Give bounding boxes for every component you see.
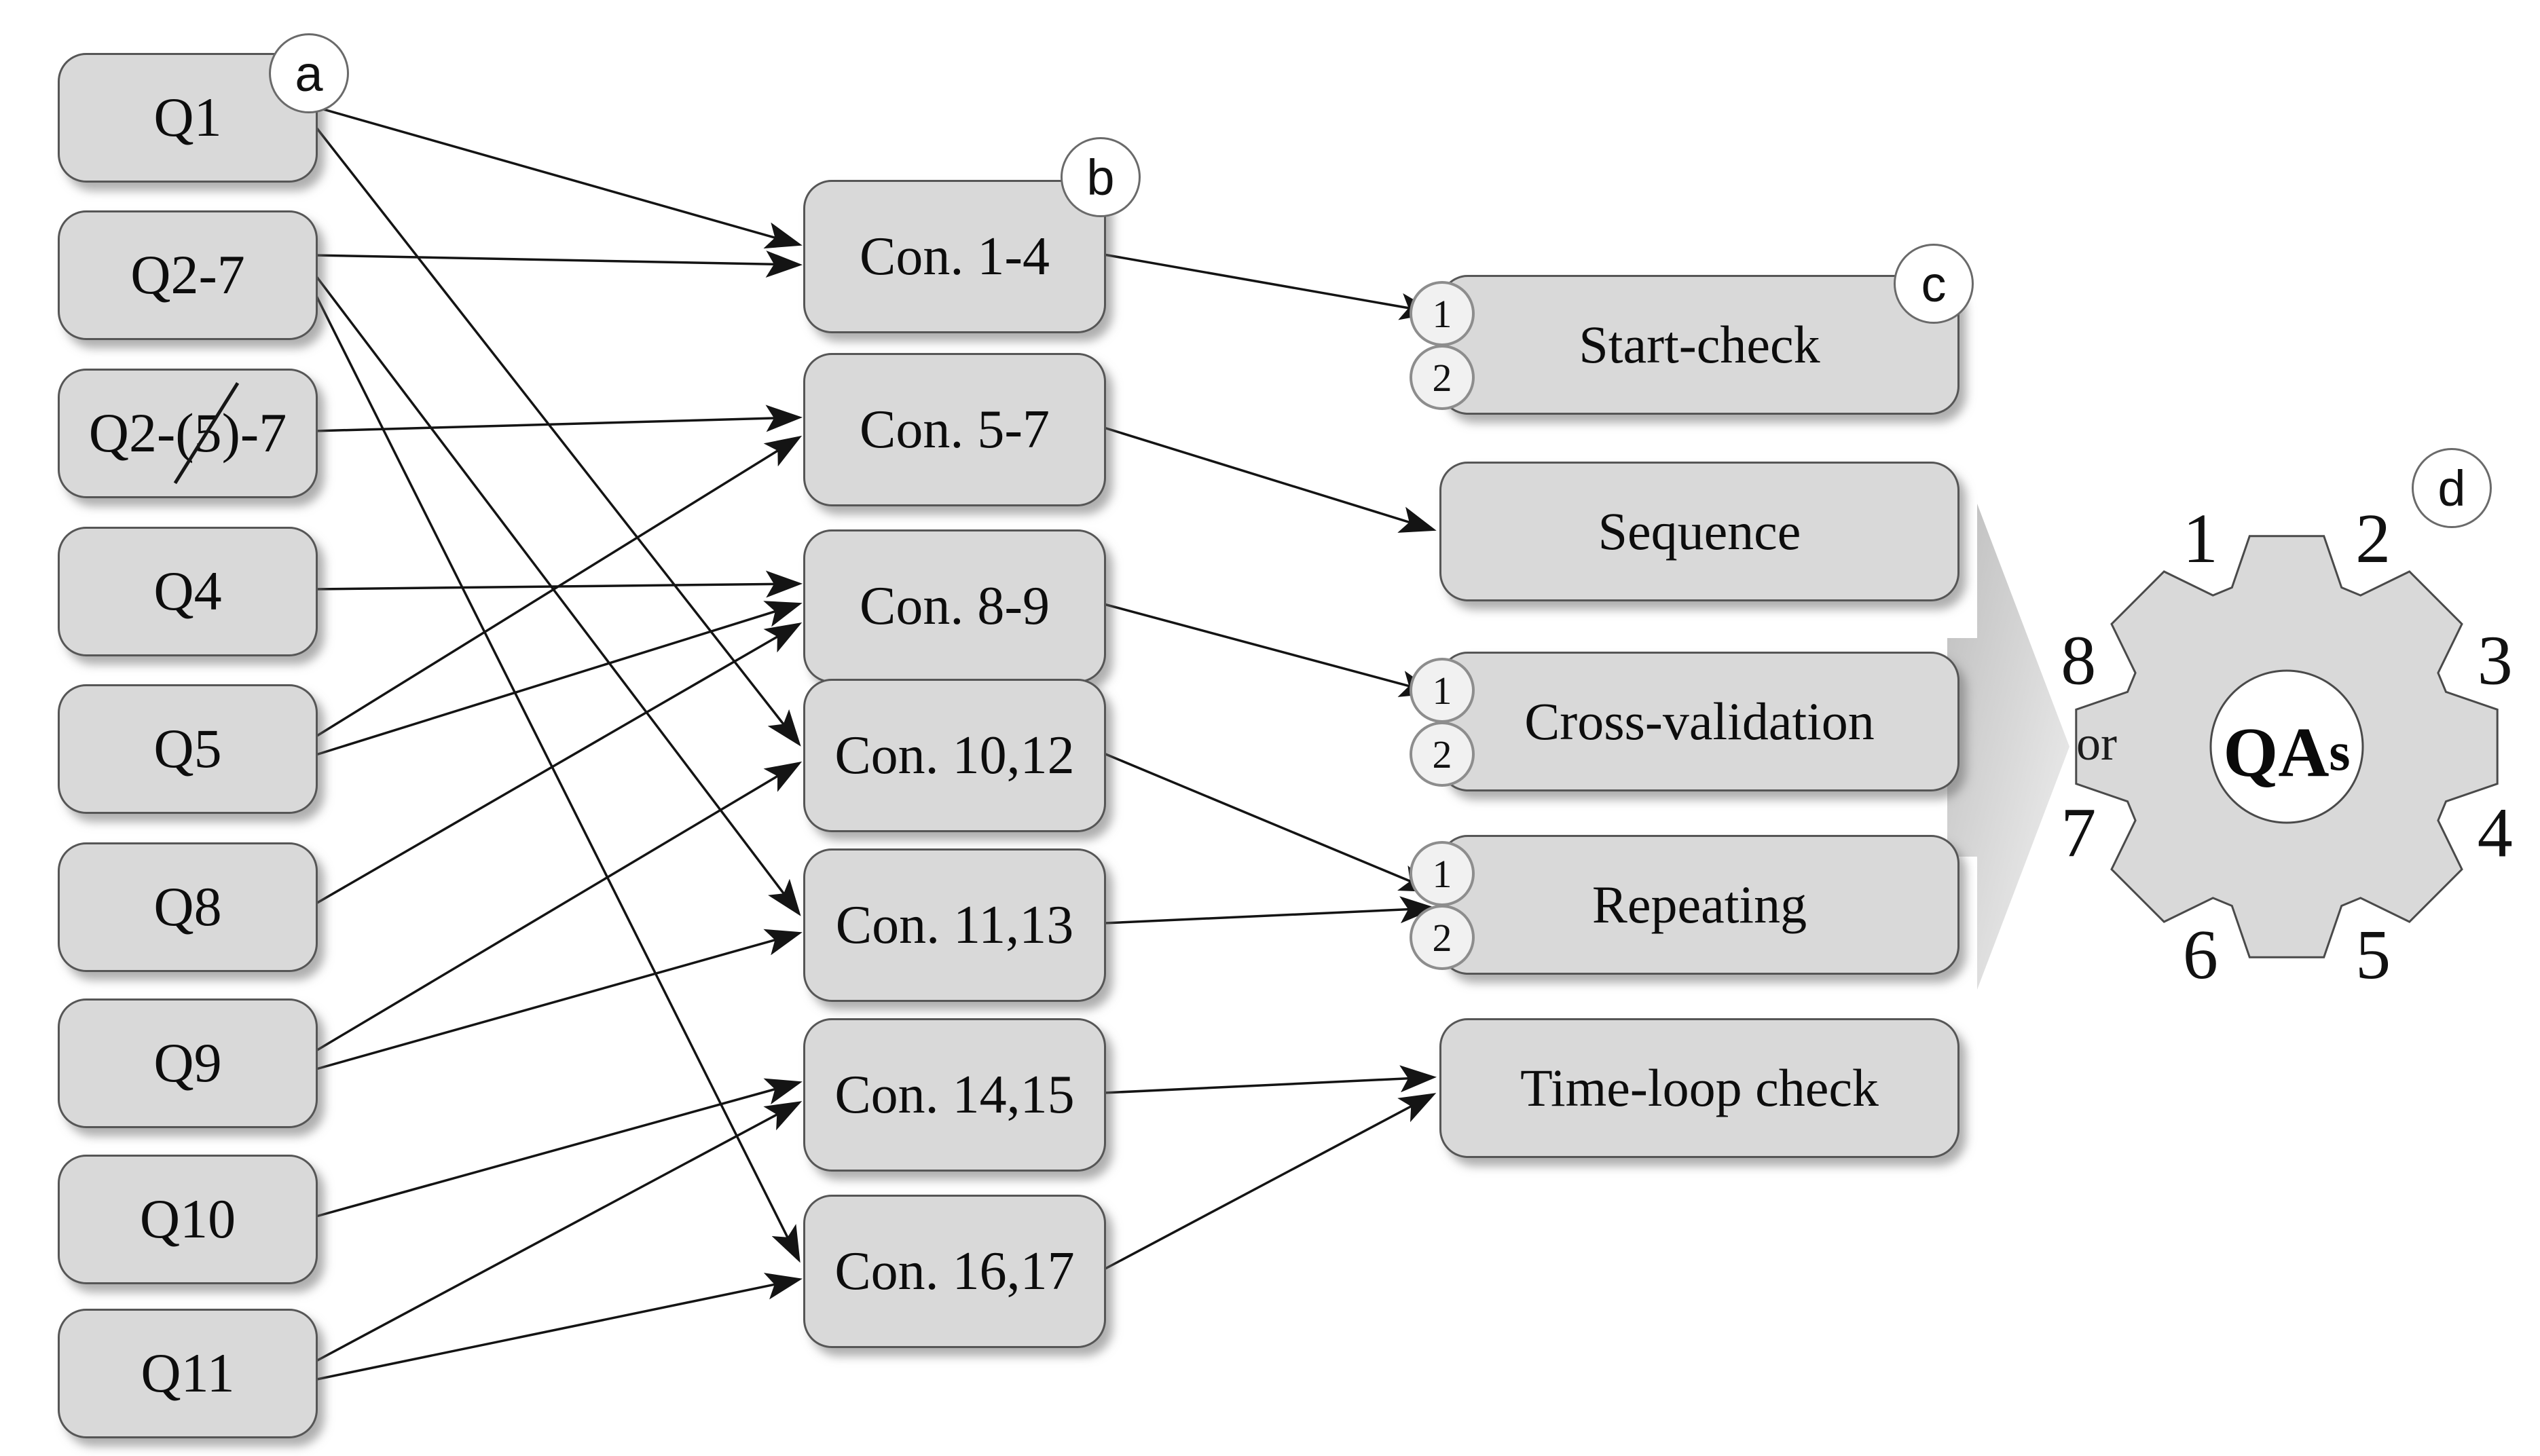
connector-arrow (313, 405, 803, 432)
gear-number: 4 (2478, 794, 2513, 872)
question-label: Q10 (139, 1188, 236, 1250)
step-badge: 1 (1410, 658, 1475, 723)
connector-arrow (1103, 603, 1437, 697)
check-label: Repeating (1591, 875, 1807, 934)
connector-arrow (313, 622, 803, 906)
check-box-start: Start-check (1439, 275, 1959, 415)
question-box-q9: Q9 (58, 998, 318, 1128)
question-box-q2_7: Q2-7 (58, 210, 318, 340)
connector-arrow (313, 601, 803, 757)
question-label: Q9 (153, 1032, 222, 1094)
connector-arrow (1103, 896, 1437, 925)
question-box-q8: Q8 (58, 842, 318, 972)
check-box-repeating: Repeating (1439, 835, 1959, 975)
gear-number: 1 (2183, 500, 2218, 578)
panel-label-a: a (269, 33, 349, 113)
gear-number: 3 (2478, 621, 2513, 699)
connector-arrow (312, 290, 800, 1263)
connector-arrow (312, 272, 801, 916)
gear-number: 5 (2355, 916, 2391, 994)
condition-box-c14: Con. 1-4 (803, 180, 1106, 333)
connector-arrow (1103, 1093, 1437, 1271)
question-label-struck: 5 (194, 402, 222, 464)
check-box-timeloop: Time-loop check (1439, 1018, 1959, 1158)
gear-hub (2209, 669, 2364, 824)
question-label-suffix: )-7 (221, 402, 287, 464)
connector-arrow (313, 929, 803, 1071)
question-box-q2_5_7: Q2-(5)-7 (58, 368, 318, 498)
connector-arrow (313, 250, 803, 278)
gear-center-label: QAs (2223, 713, 2350, 791)
step-badge: 1 (1410, 841, 1475, 906)
question-label: Q11 (141, 1342, 235, 1404)
question-label-prefix: Q2-( (88, 402, 194, 464)
question-label: Q8 (153, 876, 222, 937)
connector-arrow (1103, 752, 1437, 893)
question-box-q11: Q11 (58, 1308, 318, 1438)
question-box-q1: Q1 (58, 52, 318, 183)
question-label: Q1 (153, 86, 222, 148)
condition-label: Con. 16,17 (834, 1241, 1075, 1301)
connector-arrow (313, 1273, 803, 1381)
check-box-crossval: Cross-validation (1439, 652, 1959, 791)
gear-icon: QAs 1 2 3 4 5 6 7 8 (2061, 500, 2512, 994)
check-label: Cross-validation (1524, 692, 1875, 751)
connector-arrow (313, 1078, 803, 1218)
condition-label: Con. 14,15 (834, 1064, 1075, 1125)
flow-arrow (1947, 504, 2069, 990)
gear-number: 2 (2355, 500, 2391, 578)
question-label: Q2-7 (130, 244, 245, 305)
connector-arrow (1103, 426, 1437, 533)
condition-box-c1415: Con. 14,15 (803, 1018, 1106, 1172)
question-box-q10: Q10 (58, 1154, 318, 1284)
connector-arrow (1103, 1065, 1437, 1094)
question-label: Q4 (153, 560, 222, 622)
question-box-q4: Q4 (58, 526, 318, 656)
question-label: Q5 (153, 717, 222, 779)
condition-box-c1617: Con. 16,17 (803, 1195, 1106, 1348)
condition-label: Con. 1-4 (860, 226, 1050, 286)
step-badge: 2 (1410, 345, 1475, 410)
connector-arrow (313, 105, 803, 249)
gear-number: 7 (2061, 794, 2096, 872)
panel-label-b: b (1061, 137, 1141, 217)
connector-arrow (1103, 253, 1437, 320)
step-badge: 2 (1410, 905, 1475, 970)
connector-arrow (313, 1101, 803, 1364)
check-label: Time-loop check (1520, 1058, 1879, 1117)
step-badge: 1 (1410, 281, 1475, 346)
or-label: or (2076, 716, 2117, 770)
condition-box-c57: Con. 5-7 (803, 353, 1106, 506)
condition-label: Con. 8-9 (860, 576, 1050, 636)
check-label: Sequence (1598, 502, 1801, 561)
panel-label-c: c (1894, 244, 1974, 324)
condition-box-c1113: Con. 11,13 (803, 848, 1106, 1002)
condition-label: Con. 11,13 (835, 895, 1074, 955)
condition-box-c89: Con. 8-9 (803, 529, 1106, 683)
panel-label-d: d (2412, 448, 2492, 528)
question-box-q5: Q5 (58, 684, 318, 814)
condition-label: Con. 5-7 (860, 399, 1050, 460)
gear-number: 8 (2061, 621, 2096, 699)
condition-box-c1012: Con. 10,12 (803, 679, 1106, 832)
connector-arrow (312, 123, 801, 747)
gear-number: 6 (2183, 916, 2218, 994)
condition-label: Con. 10,12 (834, 725, 1075, 785)
check-box-sequence: Sequence (1439, 462, 1959, 601)
connector-arrow (313, 435, 803, 739)
step-badge: 2 (1410, 722, 1475, 787)
connector-arrow (313, 761, 803, 1053)
check-label: Start-check (1579, 315, 1820, 374)
